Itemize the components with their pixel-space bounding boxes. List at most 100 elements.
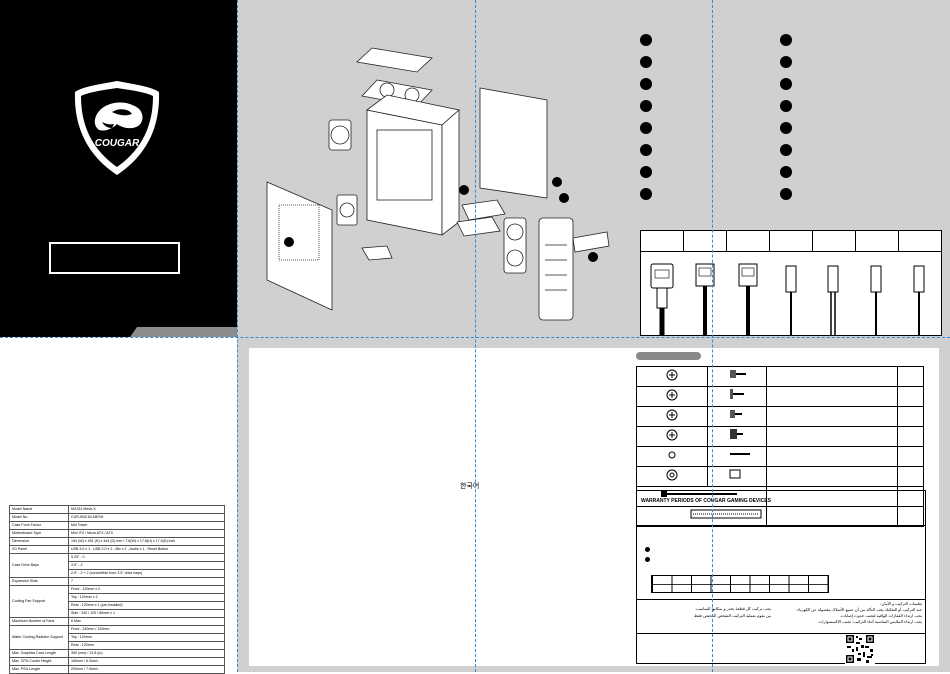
connector-header-cell (770, 231, 813, 251)
legend-dot-6 (640, 144, 652, 156)
spec-value: 200mm / 7.9inch (68, 665, 225, 674)
table-row (636, 406, 924, 427)
logo-wordmark: COUGAR (95, 138, 140, 149)
connector-header-cell (641, 231, 684, 251)
spec-key: Model No. (9, 513, 69, 522)
power-switch-connector (898, 252, 941, 336)
spec-value: CGR-5NC1B-MESH (68, 513, 225, 522)
legend-dot-4 (640, 100, 652, 112)
rear-fan (328, 119, 352, 151)
chassis-side (441, 109, 460, 236)
bullet-icon (645, 557, 650, 562)
qr-code-icon[interactable] (845, 634, 875, 664)
accessories-title-bar (636, 352, 701, 360)
table-row (636, 466, 924, 487)
spec-value: Rear : 120mm (68, 641, 225, 650)
spec-key: Expansion Slots (9, 577, 69, 586)
callout-3 (559, 193, 569, 203)
legend-dot-7 (640, 166, 652, 178)
drive-cage (361, 245, 393, 261)
usb2-connector-2 (727, 252, 770, 336)
language-label: 한국어 (460, 483, 480, 490)
hdd-tray-2 (456, 216, 501, 237)
spec-value: 6 Max (68, 617, 225, 626)
spec-value: Mid Tower (68, 521, 225, 530)
audio-connector (770, 252, 813, 336)
spec-key: Max. Graphics Card Length (9, 649, 69, 658)
spec-value: 7 (68, 577, 225, 586)
model-name-frame (49, 242, 180, 274)
legend-dot-8 (640, 188, 652, 200)
table-row (636, 506, 924, 527)
legend-dot-13 (780, 122, 792, 134)
fold-line-vertical (475, 0, 476, 672)
fold-line-horizontal (0, 337, 950, 338)
spec-value: 194 (W) x 451 (H) x 444 (D) mm / 7.6(W) … (68, 537, 225, 546)
connector-header-cell (899, 231, 941, 251)
arabic-left-text: يجب تركيب كل قطعة بحذر و بمكانها المناسب… (693, 606, 771, 618)
connector-table (640, 230, 942, 336)
warranty-box: WARRANTY PERIODS OF COUGAR GAMING DEVICE… (636, 490, 926, 634)
spec-key: Maximum Number of Fans (9, 617, 69, 626)
legend-dot-3 (640, 78, 652, 90)
legend-dot-9 (780, 34, 792, 46)
connector-header-cell (813, 231, 856, 251)
spec-value: Top : 120mm x 2 (68, 593, 225, 602)
top-dust-filter (356, 47, 433, 73)
callout-4 (588, 252, 598, 262)
spec-value: Top : 120mm (68, 633, 225, 642)
warranty-title: WARRANTY PERIODS OF COUGAR GAMING DEVICE… (641, 498, 771, 504)
legend-dot-1 (640, 34, 652, 46)
spec-value: USB 3.0 x 1 , USB 2.0 x 2 , Mic x 1 , Au… (68, 545, 225, 554)
bullet-icon (645, 547, 650, 552)
callout-5 (284, 237, 294, 247)
warranty-grid (651, 575, 829, 593)
table-row: Model No.CGR-5NC1B-MESH (9, 513, 225, 522)
spec-value: 350 (mm) / 13.8 (in) (68, 649, 225, 658)
usb3-connector (641, 252, 684, 336)
front-dust-filter (572, 231, 610, 253)
cover-band (130, 327, 245, 337)
spec-key: Dimension (9, 537, 69, 546)
legend-dot-11 (780, 78, 792, 90)
spec-key: Model Name (9, 505, 69, 514)
left-side-panel (266, 181, 333, 311)
spec-value: 5.25" - 0 (68, 553, 225, 562)
spec-value: 3.5" - 2 (68, 561, 225, 570)
reset-switch-connector (855, 252, 898, 336)
legend-dot-14 (780, 144, 792, 156)
table-row (636, 426, 924, 447)
spec-key: Case Form Factor (9, 521, 69, 530)
spec-value: 2.5" - 2 + 2 (convertible from 3.5" driv… (68, 569, 225, 578)
usb2-connector-1 (684, 252, 727, 336)
callout-1 (459, 185, 469, 195)
cougar-logo: COUGAR (72, 78, 162, 178)
fold-line-vertical (237, 0, 238, 672)
table-row (636, 446, 924, 467)
front-fans (503, 217, 527, 274)
callout-2 (552, 177, 562, 187)
hdd-tray-1 (461, 199, 506, 221)
divider (637, 599, 925, 600)
qr-box (636, 633, 926, 664)
spec-key: Max. CPU Cooler Height (9, 657, 69, 666)
accessories-table (636, 366, 924, 527)
divider (637, 525, 925, 526)
right-side-panel (479, 87, 548, 199)
side-fan (336, 194, 358, 226)
spec-value: Front : 240mm / 120mm (68, 625, 225, 634)
arabic-right-text: تعليمات التركيب و الأمان: عند التركيب أو… (796, 601, 922, 624)
power-led-connector (812, 252, 855, 336)
legend-dot-10 (780, 56, 792, 68)
fold-line-vertical (712, 0, 713, 672)
